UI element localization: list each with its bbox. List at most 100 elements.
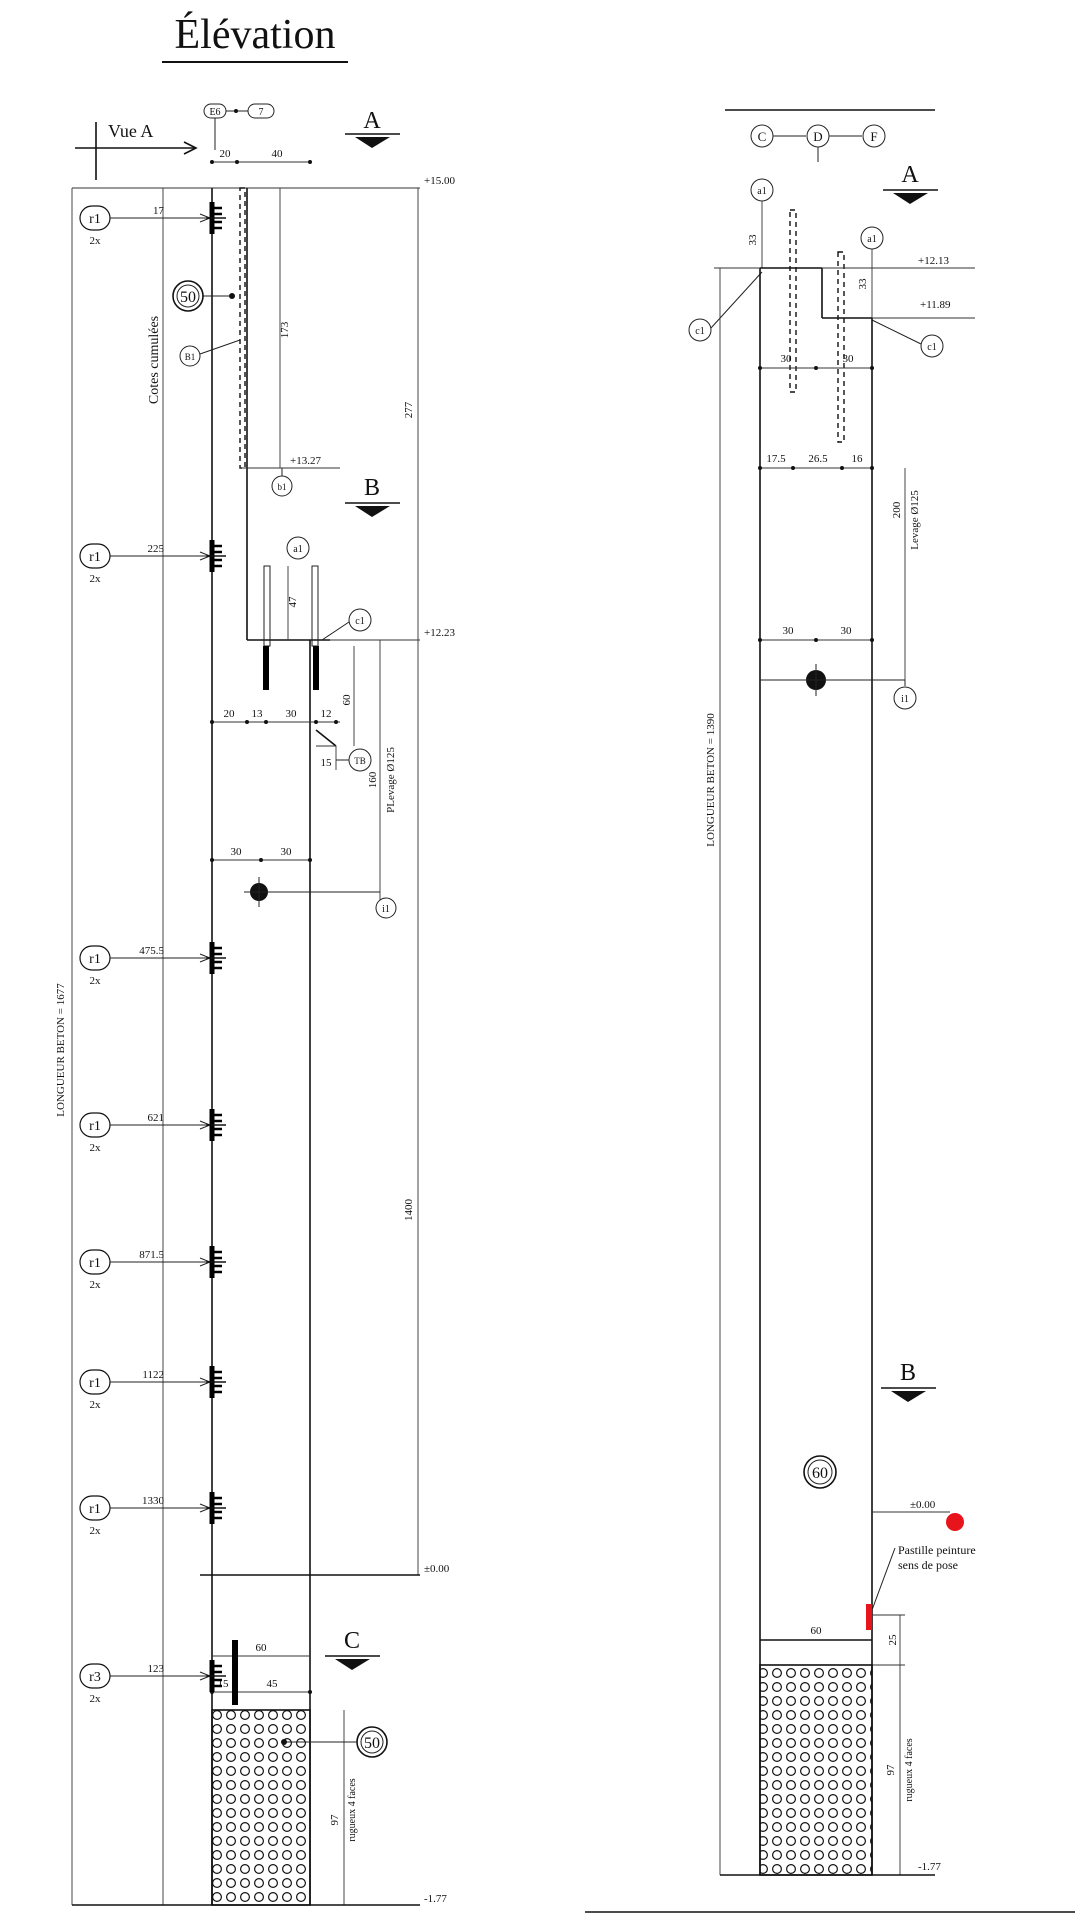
rough-base-right [759, 1664, 873, 1876]
paint-dot [946, 1513, 964, 1531]
ref-60: 60 [803, 1455, 837, 1489]
rebar-multiplier: 2x [90, 573, 102, 585]
dim-30b: 30 [281, 846, 293, 858]
rebar-dimension: 621 [148, 1112, 165, 1124]
ref-c1-label: c1 [355, 616, 364, 627]
ref-a1-label: a1 [293, 544, 302, 555]
lifting-insert-right [800, 664, 832, 696]
ref-50-top-label: 50 [180, 289, 196, 306]
right-section-b: B [881, 1360, 936, 1402]
rugueux-left: rugueux 4 faces [347, 1778, 358, 1841]
level-bottom-left: -1.77 [424, 1893, 447, 1905]
right-dim-25: 25 [887, 1634, 899, 1646]
dim-13: 13 [252, 708, 264, 720]
rebar-tag: r1 [89, 952, 101, 967]
rebar-dimension: 1330 [142, 1495, 165, 1507]
ref-tb-label: TB [354, 756, 366, 766]
right-dim-30c: 30 [783, 625, 795, 637]
rebar-tag: r1 [89, 1119, 101, 1134]
ref-50-bottom: 50 [281, 1726, 388, 1758]
rebar-tag: r3 [89, 1670, 101, 1685]
section-c-marker: C [325, 1628, 380, 1670]
pastille-mark [866, 1604, 872, 1630]
rebar-multiplier: 2x [90, 1279, 102, 1291]
grid-ref-f: F [870, 129, 877, 144]
pastille-line1: Pastille peinture [898, 1543, 976, 1557]
dim-1400: 1400 [403, 1199, 415, 1222]
right-rugueux: rugueux 4 faces [904, 1738, 915, 1801]
right-dim-200: 200 [891, 501, 903, 518]
dim-60: 60 [341, 694, 353, 706]
dim-30: 30 [286, 708, 298, 720]
right-level-zero: ±0.00 [910, 1499, 936, 1511]
view-a-label: Vue A [108, 121, 153, 141]
cumulative-label: Cotes cumulées [147, 316, 162, 404]
rebar-rows: r12x17r12x225r12x475.5r12x621r12x871.5r1… [79, 202, 226, 1705]
right-section-a-label: A [901, 162, 919, 188]
grid-refs-right: C D F [750, 124, 886, 162]
right-dim-97: 97 [885, 1764, 897, 1776]
rebar-tag: r1 [89, 1256, 101, 1271]
dim-15: 15 [321, 757, 333, 769]
level-top: +15.00 [424, 175, 455, 187]
right-ref-c1-right: c1 [871, 319, 944, 358]
grid-ref-e6: E6 [209, 107, 220, 118]
ref-b1-lower: b1 [271, 468, 293, 497]
right-ref-i1: i1 [893, 686, 917, 710]
ref-60-label: 60 [812, 1465, 828, 1482]
right-dim-30a: 30 [781, 353, 793, 365]
right-dim-175: 17.5 [766, 453, 786, 465]
right-length-label: LONGUEUR BETON = 1390 [705, 713, 717, 847]
dim-20-top: 20 [220, 148, 232, 160]
level-zero-left: ±0.00 [424, 1563, 450, 1575]
ref-a1: a1 [286, 536, 310, 560]
rebar-multiplier: 2x [90, 1142, 102, 1154]
grid-ref-7: 7 [259, 107, 264, 118]
section-a-label: A [363, 108, 381, 134]
right-elevation: C D F A a1 a1 33 33 [585, 109, 1075, 1913]
ref-b1: B1 [179, 339, 241, 367]
rough-base-left [211, 1709, 311, 1906]
grid-ref-c: C [758, 129, 767, 144]
right-ref-a1-left: a1 [750, 178, 774, 202]
right-level-bottom: -1.77 [918, 1861, 941, 1873]
rebar-dimension: 1122 [142, 1369, 164, 1381]
view-a-marker: Vue A [75, 121, 198, 180]
right-a1-right-label: a1 [867, 234, 876, 245]
right-ref-a1-right: a1 [860, 226, 884, 250]
ref-50-top: 50 [172, 280, 235, 312]
rebar-dimension: 475.5 [139, 945, 164, 957]
ref-50-bottom-label: 50 [364, 1735, 380, 1752]
right-dim-30d: 30 [841, 625, 853, 637]
rebar-tag: r1 [89, 550, 101, 565]
grid-refs-left: E6 7 [203, 103, 275, 150]
dim-160: 160 [367, 771, 379, 788]
section-b-label: B [364, 475, 380, 501]
right-dim-16: 16 [852, 453, 864, 465]
right-c1-left-label: c1 [695, 326, 704, 337]
dim-c15: 15 [218, 1678, 230, 1690]
right-dim-265: 26.5 [808, 453, 828, 465]
ref-i1-label: i1 [382, 904, 390, 915]
dim-20: 20 [224, 708, 236, 720]
dim-277: 277 [403, 401, 415, 418]
right-c1-right-label: c1 [927, 342, 936, 353]
rebar-multiplier: 2x [90, 1399, 102, 1411]
rebar-dimension: 17 [153, 205, 165, 217]
dim-12: 12 [321, 708, 332, 720]
ref-c1: c1 [321, 608, 372, 641]
level-1327: +13.27 [290, 455, 321, 467]
dim-30a: 30 [231, 846, 243, 858]
rebar-row: r1 2x 621 [79, 1109, 226, 1154]
right-section-b-label: B [900, 1360, 916, 1386]
length-label: LONGUEUR BETON = 1677 [55, 983, 67, 1117]
rebar-tag: r1 [89, 1502, 101, 1517]
right-dim-33a: 33 [747, 234, 759, 246]
rebar-tag: r1 [89, 212, 101, 227]
dim-c60: 60 [256, 1642, 268, 1654]
right-a1-left-label: a1 [757, 186, 766, 197]
